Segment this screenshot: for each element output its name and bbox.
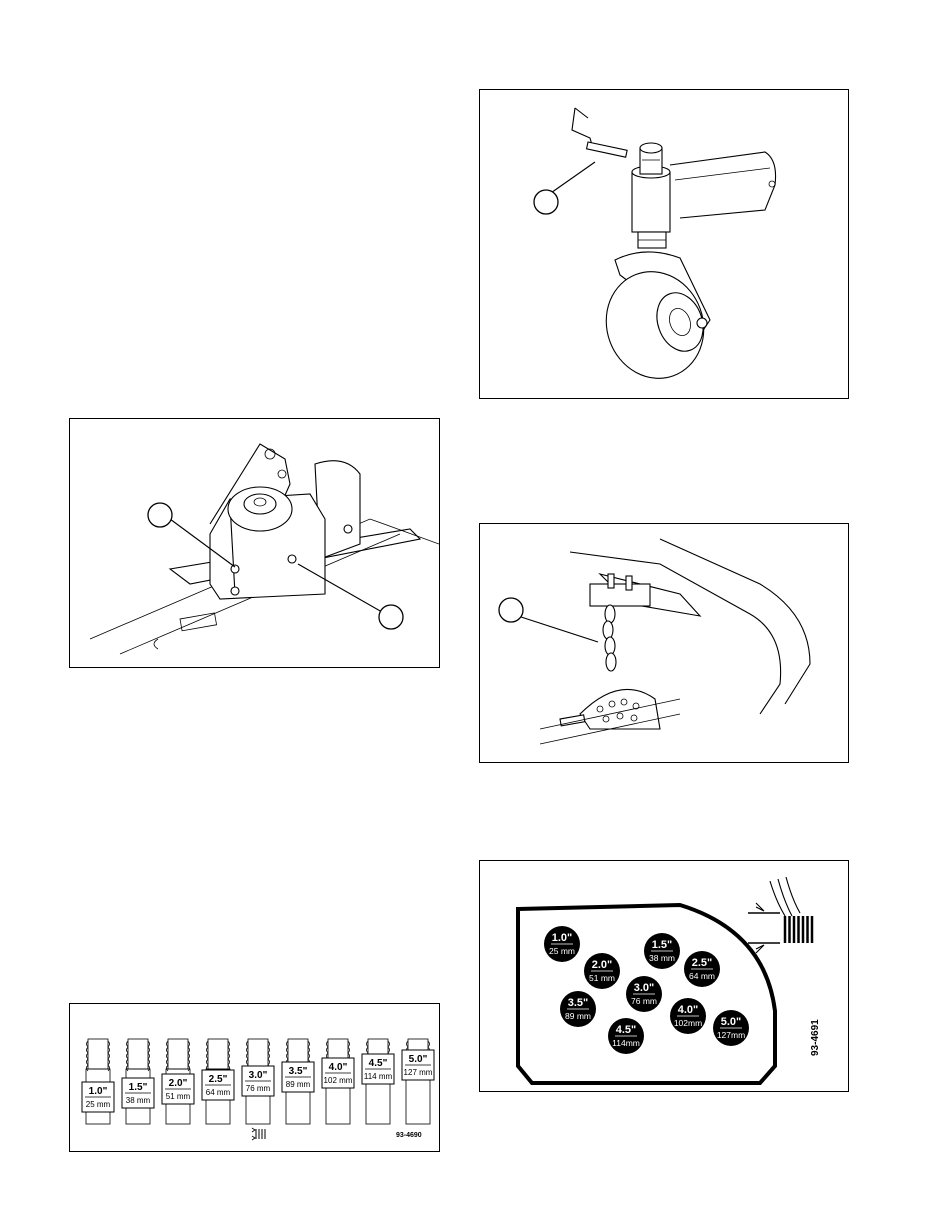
gauge-mm-label: 38 mm [126,1096,151,1105]
figure-caster-wheel [479,89,849,399]
gauge-inch-label: 1.5" [129,1082,148,1093]
badge-mm-label: 38 mm [649,953,675,963]
height-setting-badge: 3.0" 76 mm [626,976,662,1012]
callout-circle [148,503,172,527]
badge-mm-label: 64 mm [689,971,715,981]
badge-inch-label: 4.0" [678,1004,699,1016]
height-setting-badge: 1.0" 25 mm [544,926,580,962]
gauge-inch-label: 2.0" [169,1078,188,1089]
deck-decal-illustration: 1.0" 25 mm 2.0" 51 mm 1.5" 38 mm 2.5" 64 mm 3.0"… [480,861,848,1091]
callout-circle [499,598,523,622]
gauge-spacer: 1.5" 38 mm [122,1039,154,1124]
gauge-spacer: 5.0" 127 mm [402,1039,434,1124]
badge-mm-label: 114mm [612,1038,640,1048]
badge-inch-label: 1.5" [652,939,673,951]
gauge-spacer: 1.0" 25 mm [82,1039,114,1124]
height-gauge-illustration: 1.0" 25 mm 1.5" 38 mm 2.0" 51 mm 2.5" 64 mm 3.0"… [70,1004,439,1151]
badge-inch-label: 3.0" [634,982,655,994]
gauge-mm-label: 25 mm [86,1100,111,1109]
height-setting-badge: 4.5" 114mm [608,1018,644,1054]
height-setting-badge: 5.0" 127mm [713,1010,749,1046]
callout-circle [534,190,558,214]
height-setting-badge: 2.0" 51 mm [584,953,620,989]
gauge-inch-label: 3.0" [249,1070,268,1081]
gauge-spacer: 2.0" 51 mm [162,1039,194,1124]
height-setting-badge: 3.5" 89 mm [560,991,596,1027]
badge-mm-label: 76 mm [631,996,657,1006]
height-of-cut-icon [252,1128,265,1140]
gauge-mm-label: 102 mm [324,1076,353,1085]
badge-mm-label: 25 mm [549,946,575,956]
gauge-mm-label: 76 mm [246,1084,271,1093]
caster-wheel-illustration [480,90,848,398]
height-chain-illustration [480,524,848,762]
gauge-spacer: 3.5" 89 mm [282,1039,314,1124]
badge-inch-label: 5.0" [721,1016,742,1028]
gauge-inch-label: 1.0" [89,1086,108,1097]
gauge-inch-label: 4.0" [329,1062,348,1073]
gauge-inch-label: 2.5" [209,1074,228,1085]
badge-inch-label: 4.5" [616,1024,637,1036]
height-setting-badge: 4.0" 102mm [670,998,706,1034]
figure-height-gauge-decal: 1.0" 25 mm 1.5" 38 mm 2.0" 51 mm 2.5" 64 mm 3.0"… [69,1003,440,1152]
gauge-inch-label: 5.0" [409,1054,428,1065]
gauge-mm-label: 89 mm [286,1080,311,1089]
gauge-mm-label: 51 mm [166,1092,191,1101]
badge-inch-label: 3.5" [568,997,589,1009]
callout-circle [379,605,403,629]
badge-mm-label: 89 mm [565,1011,591,1021]
spindle-housing-illustration [70,419,439,667]
figure-deck-decal: 1.0" 25 mm 2.0" 51 mm 1.5" 38 mm 2.5" 64 mm 3.0"… [479,860,849,1092]
gauge-inch-label: 4.5" [369,1058,388,1069]
badge-mm-label: 102mm [674,1018,702,1028]
gauge-mm-label: 127 mm [404,1068,433,1077]
badge-inch-label: 2.5" [692,957,713,969]
grass-height-icon [748,877,812,953]
gauge-inch-label: 3.5" [289,1066,308,1077]
badge-mm-label: 127mm [717,1030,745,1040]
gauge-mm-label: 64 mm [206,1088,231,1097]
height-setting-badge: 2.5" 64 mm [684,951,720,987]
badge-inch-label: 1.0" [552,932,573,944]
gauge-mm-label: 114 mm [364,1072,393,1081]
badge-inch-label: 2.0" [592,959,613,971]
figure-spindle-housing [69,418,440,668]
badge-mm-label: 51 mm [589,973,615,983]
gauge-spacer: 4.0" 102 mm [322,1039,354,1124]
gauge-spacer: 2.5" 64 mm [202,1039,234,1124]
figure-height-chain [479,523,849,763]
gauge-decal-part-number: 93-4690 [396,1132,422,1139]
gauge-spacer: 3.0" 76 mm [242,1039,274,1124]
gauge-spacer: 4.5" 114 mm [362,1039,394,1124]
height-setting-badge: 1.5" 38 mm [644,933,680,969]
deck-decal-part-number: 93-4691 [810,1019,821,1056]
